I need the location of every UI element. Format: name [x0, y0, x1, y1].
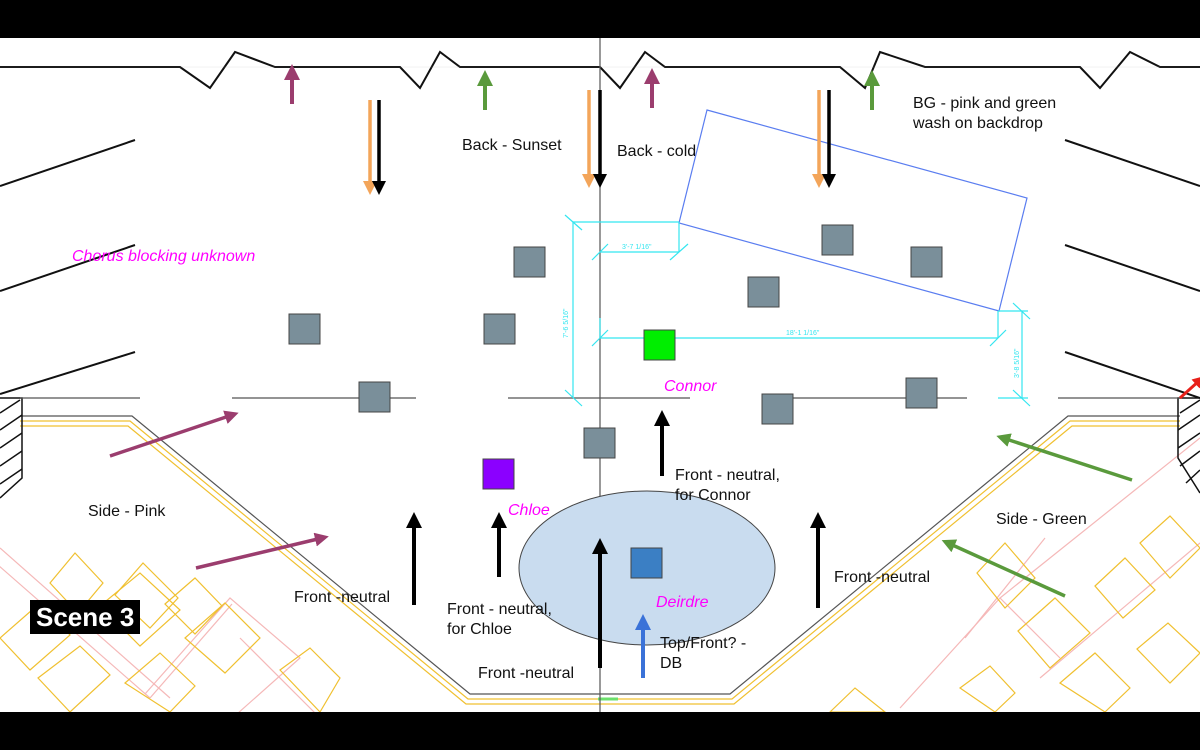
chloe-marker [482, 458, 515, 490]
ensemble-positions [288, 224, 943, 459]
top-front-db-label: Top/Front? - DB [660, 635, 747, 672]
back-cold-label: Back - cold [617, 143, 697, 160]
ensemble-marker [288, 313, 321, 345]
red-arrow [1178, 375, 1200, 400]
side-green-label: Side - Green [996, 511, 1087, 528]
ensemble-marker [747, 276, 780, 308]
connor-label: Connor [664, 378, 717, 395]
chloe-label: Chloe [508, 502, 550, 519]
bg-wash-label: BG - pink and green wash on backdrop [913, 95, 1057, 132]
ensemble-marker [761, 393, 794, 425]
dimension-label: 18'-1 1/16" [786, 330, 820, 337]
side-pink-label: Side - Pink [88, 503, 166, 520]
ensemble-marker [483, 313, 516, 345]
deirdre-label: Deirdre [656, 594, 709, 611]
wing-lines [0, 139, 1200, 399]
back-light-arrows [363, 90, 836, 195]
front-light-arrows [406, 410, 826, 668]
front-neutral-right-label: Front -neutral [834, 569, 931, 586]
front-connor-label: Front - neutral, for Connor [675, 467, 780, 504]
chorus-note: Chorus blocking unknown [72, 248, 256, 265]
ensemble-marker [910, 246, 943, 278]
dimension-label: 3'-8 5/16" [1014, 348, 1021, 378]
side-green-arrows [941, 433, 1133, 598]
back-wall [0, 50, 1200, 90]
audience-seating [0, 437, 1200, 712]
dimension-label: 3'-7 1/16" [622, 244, 652, 251]
ensemble-marker [905, 377, 938, 409]
front-chloe-label: Front - neutral, for Chloe [447, 601, 552, 638]
proscenium-left [0, 397, 23, 499]
ensemble-marker [821, 224, 854, 256]
dimension-label: 7'-6 5/16" [563, 308, 570, 338]
back-sunset-label: Back - Sunset [462, 137, 562, 154]
platform-outline [678, 109, 1028, 312]
ensemble-marker [358, 381, 391, 413]
deirdre-marker [630, 547, 663, 579]
ensemble-marker [583, 427, 616, 459]
ensemble-marker [513, 246, 546, 278]
scene-label: Scene 3 [30, 600, 141, 634]
connor-marker [643, 329, 676, 361]
stage-plot: 3'-7 1/16" 18'-1 1/16" 7'-6 5/16" 3'-8 5… [0, 38, 1200, 712]
front-neutral-center-label: Front -neutral [478, 665, 575, 682]
front-neutral-left-label: Front -neutral [294, 589, 391, 606]
proscenium-right [1177, 397, 1200, 494]
side-pink-arrows [109, 410, 329, 570]
stage-drawing: 3'-7 1/16" 18'-1 1/16" 7'-6 5/16" 3'-8 5… [0, 38, 1200, 712]
bg-wash-arrows [284, 64, 880, 110]
